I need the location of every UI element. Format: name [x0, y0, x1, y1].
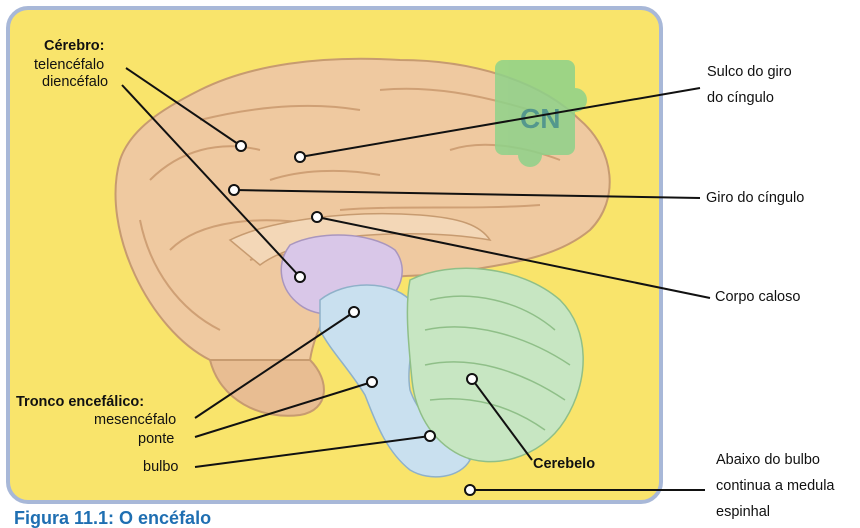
- label-sulco-line1: Sulco do giro: [707, 64, 792, 81]
- dot-bulbo: [425, 431, 435, 441]
- label-ponte: ponte: [138, 431, 174, 448]
- label-cerebelo: Cerebelo: [533, 456, 595, 473]
- dot-medula: [465, 485, 475, 495]
- label-cerebro-title: Cérebro:: [44, 38, 104, 55]
- puzzle-watermark: CN: [495, 60, 587, 167]
- dot-diencefalo: [295, 272, 305, 282]
- label-giro-cingulo: Giro do cíngulo: [706, 190, 804, 207]
- dot-telencefalo: [236, 141, 246, 151]
- dot-ponte: [367, 377, 377, 387]
- label-mesencefalo: mesencéfalo: [94, 412, 176, 429]
- label-tronco-title: Tronco encefálico:: [16, 394, 144, 411]
- label-diencefalo: diencéfalo: [42, 74, 108, 91]
- label-bulbo: bulbo: [143, 459, 178, 476]
- figure-caption: Figura 11.1: O encéfalo: [14, 508, 211, 528]
- label-abaixo-line2: continua a medula: [716, 478, 835, 495]
- dot-sulco: [295, 152, 305, 162]
- label-corpo-caloso: Corpo caloso: [715, 289, 800, 306]
- label-abaixo-line1: Abaixo do bulbo: [716, 452, 820, 469]
- dot-cerebelo: [467, 374, 477, 384]
- dot-mesencefalo: [349, 307, 359, 317]
- label-sulco-line2: do cíngulo: [707, 90, 774, 107]
- dot-corpo: [312, 212, 322, 222]
- dot-giro: [229, 185, 239, 195]
- label-abaixo-line3: espinhal: [716, 504, 770, 521]
- temporal-lobe-shape: [210, 360, 324, 416]
- label-telencefalo: telencéfalo: [34, 57, 104, 74]
